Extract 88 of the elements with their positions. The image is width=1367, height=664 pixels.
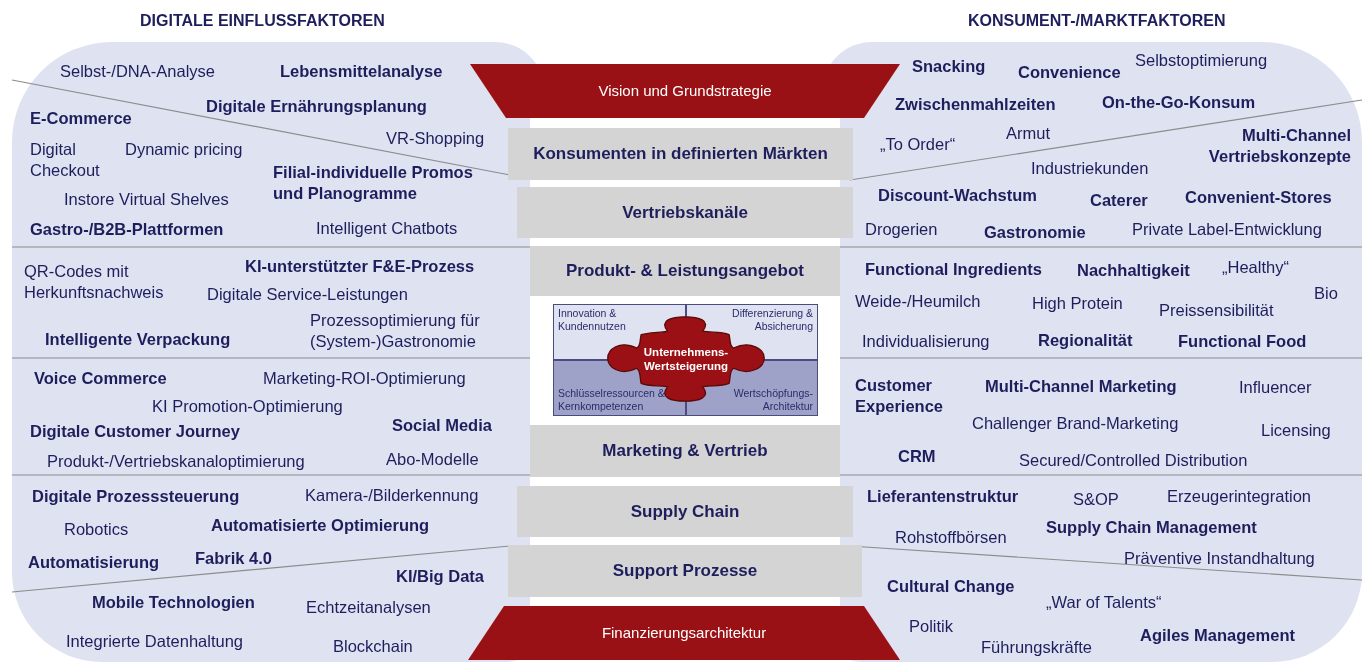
factor-label: Präventive Instandhaltung [1124, 547, 1315, 569]
factor-label: High Protein [1032, 292, 1123, 314]
factor-label: Weide-/Heumilch [855, 290, 981, 312]
banner-text: Finanzierungsarchitektur [601, 622, 767, 643]
factor-label: Preissensibilität [1159, 299, 1274, 321]
factor-label: Robotics [64, 518, 129, 540]
section-heading: DIGITALE EINFLUSSFAKTOREN [140, 10, 385, 31]
factor-label: Influencer [1239, 376, 1312, 398]
factor-label: Nachhaltigkeit [1077, 259, 1190, 281]
factor-label: VR-Shopping [386, 127, 485, 149]
factor-label: Marketing-ROI-Optimierung [263, 367, 466, 389]
factor-label: Kamera-/Bilderkennung [305, 484, 479, 506]
factor-label: Digitale Customer Journey [30, 420, 240, 442]
factor-label: Caterer [1090, 189, 1148, 211]
category-bar: Marketing & Vertrieb [530, 425, 840, 477]
factor-label: Integrierte Datenhaltung [66, 630, 244, 652]
category-bar: Konsumenten in definierten Märkten [508, 128, 853, 180]
factor-label: Individualisierung [862, 330, 990, 352]
factor-label: „War of Talents“ [1046, 591, 1162, 613]
factor-label: Gastronomie [984, 221, 1086, 243]
factor-label: Dynamic pricing [125, 138, 243, 160]
factor-label: Multi-Channel Vertriebskonzepte [1207, 125, 1351, 167]
factor-label: Politik [909, 615, 953, 637]
factor-label: Echtzeitanalysen [306, 596, 431, 618]
factor-label: Convenient-Stores [1185, 186, 1332, 208]
factor-label: Digital Checkout [30, 139, 101, 181]
category-bar: Supply Chain [517, 486, 853, 537]
factor-label: „To Order“ [880, 133, 956, 155]
factor-label: Regionalität [1038, 329, 1133, 351]
factor-label: Functional Food [1178, 330, 1307, 352]
factor-label: Multi-Channel Marketing [985, 375, 1177, 397]
factor-label: Prozessoptimierung für (System-)Gastronomie [310, 310, 481, 352]
factor-label: Licensing [1261, 419, 1331, 441]
category-bar: Support Prozesse [508, 545, 862, 597]
factor-label: Selbst-/DNA-Analyse [60, 60, 215, 82]
category-bar: Produkt- & Leistungsangebot [530, 246, 840, 296]
factor-label: Erzeugerintegration [1167, 485, 1311, 507]
factor-label: S&OP [1073, 488, 1119, 510]
section-heading: KONSUMENT-/MARKTFAKTOREN [968, 10, 1226, 31]
factor-label: On-the-Go-Konsum [1102, 91, 1256, 113]
factor-label: Lebensmittelanalyse [280, 60, 443, 82]
factor-label: Intelligent Chatbots [316, 217, 458, 239]
factor-label: Functional Ingredients [865, 258, 1042, 280]
strategy-banner [468, 606, 900, 660]
factor-label: Digitale Service-Leistungen [207, 283, 408, 305]
factor-label: Automatisierte Optimierung [211, 514, 430, 536]
factor-label: CRM [898, 445, 936, 467]
factor-label: Social Media [392, 414, 492, 436]
factor-label: Cultural Change [887, 575, 1015, 597]
factor-label: Produkt-/Vertriebskanaloptimierung [47, 450, 305, 472]
factor-label: Voice Commerce [34, 367, 167, 389]
factor-label: E-Commerce [30, 107, 132, 129]
factor-label: Gastro-/B2B-Plattformen [30, 218, 224, 240]
factor-label: Private Label-Entwicklung [1132, 218, 1322, 240]
banner-text: Vision und Grundstrategie [598, 80, 772, 101]
factor-label: Instore Virtual Shelves [64, 188, 229, 210]
factor-label: Zwischenmahlzeiten [895, 93, 1056, 115]
factor-label: Armut [1006, 122, 1050, 144]
factor-label: Bio [1314, 282, 1338, 304]
factor-label: KI-unterstützter F&E-Prozess [245, 255, 475, 277]
factor-label: Mobile Technologien [92, 591, 255, 613]
factor-label: Selbstoptimierung [1135, 49, 1268, 71]
factor-label: KI Promotion-Optimierung [152, 395, 343, 417]
factor-label: Abo-Modelle [386, 448, 479, 470]
factor-label: KI/Big Data [396, 565, 484, 587]
factor-label: Industriekunden [1031, 157, 1149, 179]
factor-label: Supply Chain Management [1046, 516, 1257, 538]
factor-label: Intelligente Verpackung [45, 328, 231, 350]
factor-label: Snacking [912, 55, 986, 77]
factor-label: Discount-Wachstum [878, 184, 1037, 206]
factor-label: Rohstoffbörsen [895, 526, 1007, 548]
factor-label: QR-Codes mit Herkunftsnachweis [24, 261, 165, 303]
factor-label: Agiles Management [1140, 624, 1295, 646]
factor-label: Convenience [1018, 61, 1121, 83]
factor-label: Führungskräfte [981, 636, 1092, 658]
category-bar: Vertriebskanäle [517, 187, 853, 238]
factor-label: Digitale Ernährungsplanung [206, 95, 427, 117]
factor-label: Fabrik 4.0 [195, 547, 273, 569]
factor-label: Challenger Brand-Marketing [972, 412, 1179, 434]
factor-label: „Healthy“ [1222, 256, 1289, 278]
factor-label: Digitale Prozesssteuerung [32, 485, 240, 507]
factor-label: Drogerien [865, 218, 938, 240]
factor-label: Lieferantenstruktur [867, 485, 1019, 507]
factor-label: Blockchain [333, 635, 413, 657]
factor-label: Filial-individuelle Promos und Planogramme [273, 162, 474, 204]
factor-label: Automatisierung [28, 551, 160, 573]
factor-label: Secured/Controlled Distribution [1019, 449, 1248, 471]
factor-label: Customer Experience [855, 375, 945, 417]
